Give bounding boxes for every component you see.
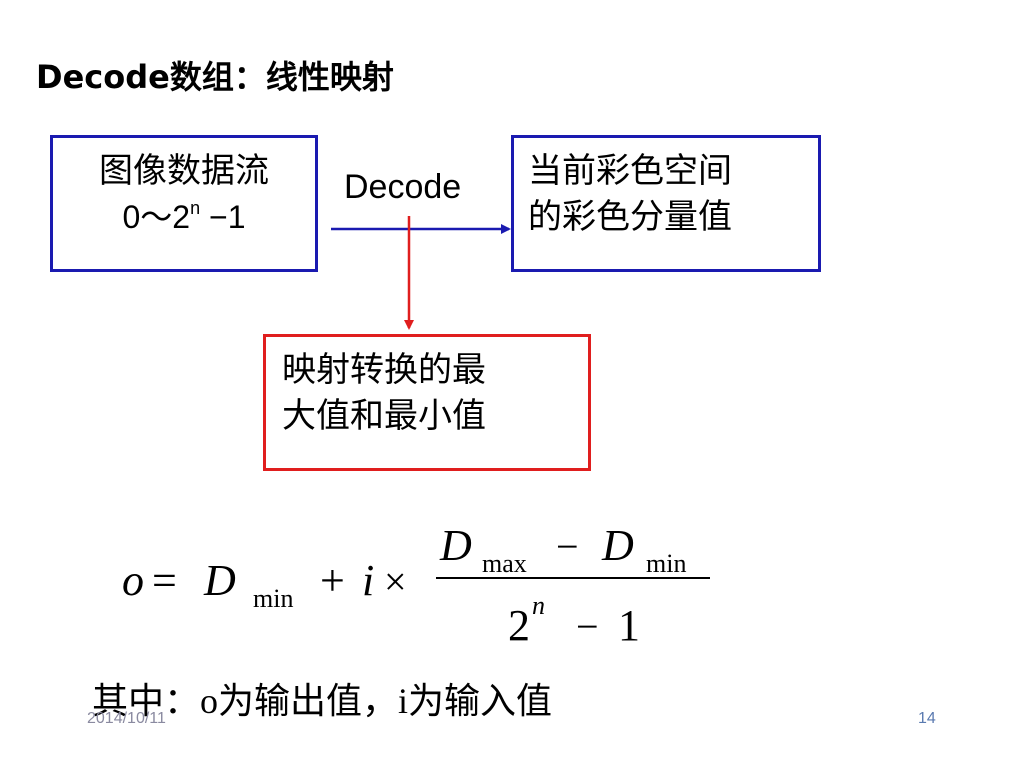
- input-range-exponent: n: [190, 198, 201, 218]
- note-input-symbol: i: [398, 681, 409, 721]
- formula-dmin-d: D: [203, 556, 236, 605]
- formula-plus: +: [320, 556, 345, 605]
- slide-title: Decode数组：线性映射: [36, 58, 394, 96]
- formula-dmax-d: D: [439, 521, 472, 570]
- input-range: 0～2n −1: [65, 194, 303, 240]
- input-range-prefix: 0～2: [122, 199, 191, 235]
- color-component-line2: 的彩色分量值: [528, 197, 732, 237]
- page-number: 14: [918, 710, 936, 727]
- formula-dmax-sub: max: [482, 549, 527, 578]
- color-component-box: 当前彩色空间 的彩色分量值: [511, 135, 821, 272]
- formula-output: o: [122, 556, 144, 605]
- formula-dmin2-sub: min: [646, 549, 686, 578]
- note-output-symbol: o: [200, 681, 219, 721]
- color-component-line1: 当前彩色空间: [528, 151, 732, 191]
- mapping-range-line2: 大值和最小值: [282, 396, 486, 436]
- linear-mapping-formula: o = D min + i × D max − D min 2 n − 1: [122, 521, 710, 650]
- formula-base: 2: [508, 601, 530, 650]
- mapping-range-line1: 映射转换的最: [282, 350, 486, 390]
- formula-minus-bottom: −: [576, 604, 599, 649]
- formula-one: 1: [618, 601, 640, 650]
- formula-dmin2-d: D: [601, 521, 634, 570]
- formula-input: i: [362, 556, 374, 605]
- footer-date: 2014/10/11: [87, 710, 166, 727]
- formula-times: ×: [384, 559, 407, 604]
- image-data-stream-box: 图像数据流 0～2n −1: [50, 135, 318, 272]
- note-output-desc: 为输出值，: [218, 681, 399, 722]
- note-prefix: 其中：: [92, 681, 201, 722]
- decode-arrow-label: Decode: [344, 168, 462, 206]
- formula-exponent: n: [532, 591, 545, 620]
- formula-dmin-sub: min: [253, 584, 293, 613]
- mapping-range-box: 映射转换的最 大值和最小值: [263, 334, 591, 471]
- formula-minus-top: −: [556, 524, 579, 569]
- note-input-desc: 为输入值: [408, 681, 553, 722]
- input-range-suffix: −1: [200, 199, 246, 235]
- image-data-stream-label: 图像数据流: [99, 151, 269, 191]
- formula-note: 其中：o为输出值，i为输入值: [92, 672, 552, 724]
- formula-equals: =: [152, 556, 177, 605]
